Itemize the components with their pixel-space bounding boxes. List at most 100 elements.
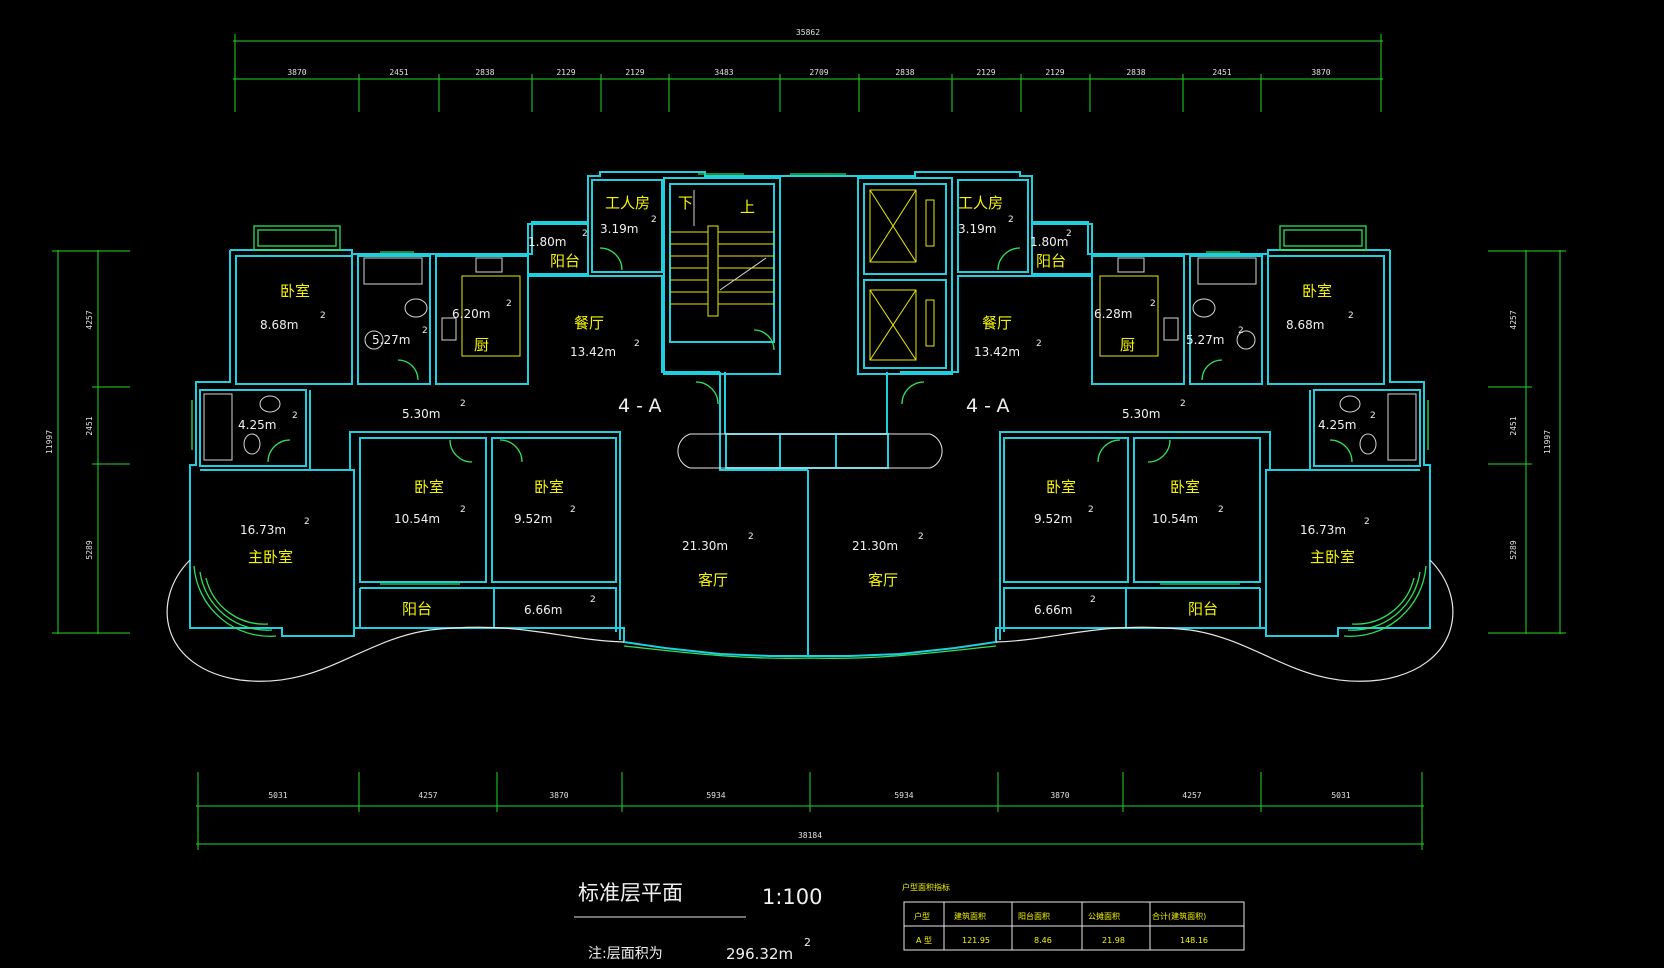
dim-left-seg: 5289: [85, 540, 94, 559]
room-label-master-bedroom: 主卧室: [1310, 548, 1355, 566]
bottom-dimension-chain: 5031 4257 3870 5934 5934 3870 4257 5031 …: [196, 772, 1424, 850]
area-label: 3.19m: [958, 222, 996, 236]
dim-top-seg: 2129: [556, 68, 575, 77]
table-cell: 121.95: [962, 936, 990, 945]
room-label-kitchen: 厨: [1120, 336, 1135, 354]
room-label-balcony: 阳台: [1036, 252, 1066, 270]
area-label: 3.19m: [600, 222, 638, 236]
dim-right-seg: 2451: [1509, 416, 1518, 435]
table-header: 合计(建筑面积): [1152, 911, 1206, 921]
dim-right-total: 11997: [1543, 430, 1552, 454]
area-sup: 2: [1088, 505, 1094, 515]
area-label: 10.54m: [394, 512, 440, 526]
area-sup: 2: [918, 532, 924, 542]
area-label: 8.68m: [1286, 318, 1324, 332]
area-sup: 2: [1348, 311, 1354, 321]
area-sup: 2: [460, 505, 466, 515]
area-sup: 2: [748, 532, 754, 542]
room-label-kitchen: 厨: [474, 336, 489, 354]
dim-top-seg: 2129: [625, 68, 644, 77]
area-sup: 2: [1370, 411, 1376, 421]
fixtures: [203, 247, 1417, 463]
room-label-bedroom: 卧室: [414, 478, 444, 496]
area-sup: 2: [1218, 505, 1224, 515]
area-label: 6.28m: [1094, 307, 1132, 321]
area-label: 13.42m: [570, 345, 616, 359]
area-sup: 2: [1066, 229, 1072, 239]
area-label: 6.66m: [1034, 603, 1072, 617]
area-sup: 2: [292, 411, 298, 421]
area-label: 16.73m: [1300, 523, 1346, 537]
area-sup: 2: [320, 311, 326, 321]
dim-right-seg: 5289: [1509, 540, 1518, 559]
area-table: 户型面积指标 户型 建筑面积 阳台面积 公摊面积 合计(建筑面积) A 型 12…: [902, 882, 1245, 951]
room-label-bedroom: 卧室: [1302, 282, 1332, 300]
area-sup: 2: [1238, 326, 1244, 336]
area-label: 1.80m: [1030, 235, 1068, 249]
dim-top-seg: 2129: [1045, 68, 1064, 77]
table-header: 阳台面积: [1018, 911, 1050, 921]
area-label: 13.42m: [974, 345, 1020, 359]
room-label-balcony: 阳台: [550, 252, 580, 270]
walls-core: [663, 175, 953, 469]
walls-right-unit: [810, 171, 1431, 657]
area-sup: 2: [1090, 595, 1096, 605]
dim-bottom-seg: 5934: [894, 791, 913, 800]
area-sup: 2: [1150, 299, 1156, 309]
dim-top-total: 35862: [796, 28, 820, 37]
top-dimension-chain: 35862 3870 2451 2838 2129 2129 3483 2709…: [233, 28, 1383, 112]
unit-label-right: 4-A: [966, 395, 1016, 417]
room-label-maid: 工人房: [958, 194, 1003, 212]
dim-bottom-seg: 5934: [706, 791, 725, 800]
table-header: 户型: [914, 911, 930, 921]
area-label: 4.25m: [1318, 418, 1356, 432]
dim-top-seg: 2838: [1126, 68, 1145, 77]
room-label-bedroom: 卧室: [1170, 478, 1200, 496]
area-label: 5.30m: [402, 407, 440, 421]
area-sup: 2: [1364, 517, 1370, 527]
walls-left-unit: [189, 171, 810, 657]
dim-top-seg: 2129: [976, 68, 995, 77]
table-cell: 8.46: [1034, 936, 1052, 945]
area-sup: 2: [1008, 215, 1014, 225]
area-sup: 2: [1036, 339, 1042, 349]
table-caption: 户型面积指标: [902, 882, 950, 892]
room-label-living: 客厅: [868, 571, 898, 589]
area-sup: 2: [570, 505, 576, 515]
room-label-bedroom: 卧室: [1046, 478, 1076, 496]
room-label-stair-up: 上: [740, 198, 755, 216]
room-label-dining: 餐厅: [982, 314, 1012, 332]
area-label: 5.27m: [372, 333, 410, 347]
dim-top-seg: 3483: [714, 68, 733, 77]
room-label-bedroom: 卧室: [534, 478, 564, 496]
area-label: 1.80m: [528, 235, 566, 249]
area-label: 4.25m: [238, 418, 276, 432]
room-label-living: 客厅: [698, 571, 728, 589]
dim-bottom-seg: 4257: [1182, 791, 1201, 800]
dim-top-seg: 2451: [389, 68, 408, 77]
title-block: 标准层平面 1:100 注:层面积为 296.32m 2: [574, 881, 823, 963]
stair: [670, 190, 774, 317]
room-label-dining: 餐厅: [574, 314, 604, 332]
dim-top-seg: 3870: [287, 68, 306, 77]
room-label-maid: 工人房: [605, 194, 650, 212]
table-cell: 148.16: [1180, 936, 1208, 945]
drawing-scale: 1:100: [762, 885, 823, 909]
elevators: [869, 189, 935, 361]
area-label: 6.20m: [452, 307, 490, 321]
left-dimension-chain: 11997 4257 2451 5289: [45, 250, 130, 634]
dim-left-total: 11997: [45, 430, 54, 454]
dim-right-seg: 4257: [1509, 310, 1518, 329]
area-sup: 2: [582, 229, 588, 239]
table-header: 建筑面积: [954, 911, 986, 921]
drawing-title: 标准层平面: [578, 881, 683, 905]
table-cell: 21.98: [1102, 936, 1125, 945]
dim-left-seg: 4257: [85, 310, 94, 329]
dim-top-seg: 2451: [1212, 68, 1231, 77]
dim-bottom-seg: 3870: [549, 791, 568, 800]
dim-top-seg: 3870: [1311, 68, 1330, 77]
room-labels-right: 工人房 3.19m 2 1.80m 阳台 2 餐厅 13.42m 2 6.28m…: [852, 194, 1376, 618]
room-label-stair-down: 下: [678, 194, 693, 212]
note-sup: 2: [804, 936, 811, 949]
